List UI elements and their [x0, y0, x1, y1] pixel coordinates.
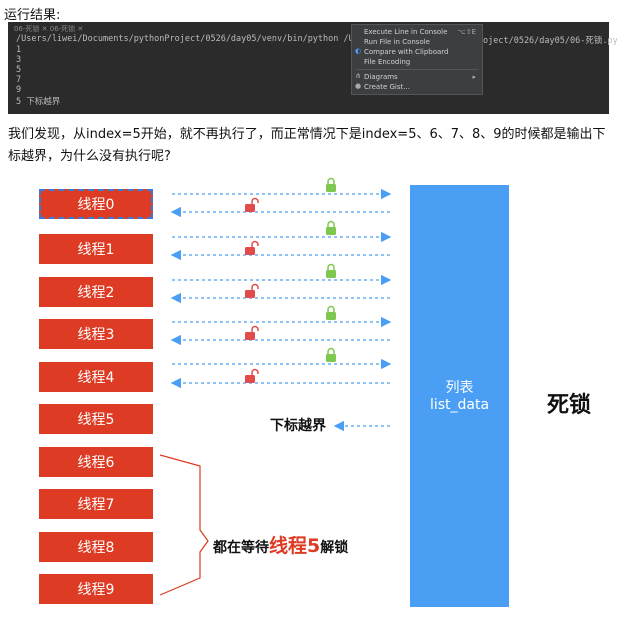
waiting-suffix: 解锁 — [320, 540, 349, 556]
terminal-tabs[interactable]: 06-死锁 ✕ 06-死锁 ✕ — [14, 25, 84, 33]
thread-7: 线程7 — [39, 489, 153, 519]
list-data-block: 列表 list_data — [410, 185, 509, 607]
menu-shortcut: ⌥⇧E — [457, 28, 476, 36]
thread-0: 线程0 — [39, 189, 153, 219]
terminal-output-line: 9 — [16, 85, 22, 95]
thread-8: 线程8 — [39, 532, 153, 562]
request-arrows — [170, 188, 392, 432]
out-of-bounds-label: 下标越界 — [270, 418, 326, 434]
waiting-note: 都在等待线程5解锁 — [213, 531, 348, 558]
locked-icon — [326, 305, 336, 320]
terminal-output-line: 1 — [16, 45, 22, 55]
thread-9: 线程9 — [39, 574, 153, 604]
menu-item-execute-line[interactable]: Execute Line in Console — [364, 28, 448, 36]
terminal-output-line: 3 — [16, 55, 22, 65]
waiting-highlight: 线程5 — [269, 535, 321, 557]
menu-item-diagrams[interactable]: Diagrams — [364, 73, 398, 81]
menu-item-run-file[interactable]: Run File in Console — [364, 38, 430, 46]
menu-item-create-gist[interactable]: Create Gist... — [364, 83, 410, 91]
waiting-prefix: 都在等待 — [213, 540, 269, 556]
menu-separator — [356, 69, 478, 70]
menu-item-file-encoding[interactable]: File Encoding — [364, 58, 411, 66]
thread-2: 线程2 — [39, 277, 153, 307]
locked-icon — [326, 347, 336, 362]
explanation-paragraph: 我们发现，从index=5开始，就不再执行了，而正常情况下是index=5、6、… — [8, 127, 606, 164]
compare-icon: ◐ — [355, 47, 362, 55]
thread-6: 线程6 — [39, 447, 153, 477]
thread-3: 线程3 — [39, 319, 153, 349]
submenu-arrow-icon: ▸ — [472, 73, 476, 81]
diagrams-icon: ⋔ — [355, 72, 361, 80]
terminal-output-line: 5 — [16, 65, 22, 75]
menu-item-compare-clipboard[interactable]: Compare with Clipboard — [364, 48, 449, 56]
terminal-panel: 06-死锁 ✕ 06-死锁 ✕ /Users/liwei/Documents/p… — [8, 22, 618, 114]
terminal-command-end: oject/0526/day05/06-死锁.py — [483, 36, 618, 46]
terminal-output-line: 7 — [16, 75, 22, 85]
data-block-label: 列表 — [445, 380, 474, 396]
locked-icon — [326, 177, 336, 192]
data-block-name: list_data — [429, 397, 490, 413]
context-menu: Execute Line in Console ⌥⇧E Run File in … — [351, 24, 483, 95]
locked-icon — [326, 263, 336, 278]
unlocked-icon — [245, 325, 259, 340]
deadlock-label: 死锁 — [547, 393, 592, 418]
unlocked-icon — [245, 240, 259, 255]
waiting-bracket — [159, 454, 209, 596]
gist-icon: ● — [355, 82, 362, 90]
thread-5: 线程5 — [39, 404, 153, 434]
unlocked-icon — [245, 283, 259, 298]
page-title: 运行结果: — [4, 8, 61, 23]
unlocked-icon — [245, 197, 259, 212]
thread-1: 线程1 — [39, 234, 153, 264]
unlocked-icon — [245, 368, 259, 383]
locked-icon — [326, 220, 336, 235]
thread-4: 线程4 — [39, 362, 153, 392]
terminal-output-line: 5 下标越界 — [16, 97, 61, 107]
